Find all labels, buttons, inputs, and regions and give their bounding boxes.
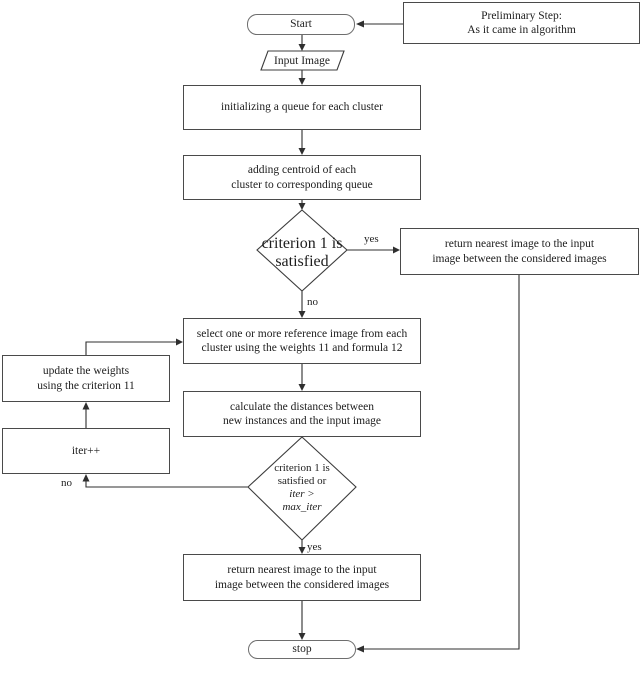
decision1-yes-label: yes	[364, 233, 379, 245]
update-weights-line1: update the weights	[42, 365, 130, 377]
decision2-line2: satisfied or	[277, 475, 327, 487]
edge-select-to-calc	[298, 364, 306, 391]
iter-label: iter++	[71, 444, 101, 457]
decision1-node: criterion 1 is satisfied	[247, 235, 357, 271]
return-bottom-line2: image between the considered images	[214, 578, 390, 591]
add-centroid-line2: cluster to corresponding queue	[231, 178, 373, 191]
edge-iter-to-update	[82, 402, 90, 428]
add-centroid-node: adding centroid of each cluster to corre…	[183, 155, 421, 200]
decision2-node: criterion 1 is satisfied or iter > max_i…	[247, 462, 357, 514]
return-top-node: return nearest image to the input image …	[400, 228, 639, 275]
select-ref-node: select one or more reference image from …	[183, 318, 421, 364]
update-weights-node: update the weights using the criterion 1…	[2, 355, 170, 402]
edge-decision2-no	[82, 474, 248, 488]
decision1-line2: satisfied	[275, 253, 329, 270]
calc-dist-node: calculate the distances between new inst…	[183, 391, 421, 437]
decision2-no-label: no	[61, 477, 72, 489]
edge-add-to-decision1	[298, 200, 306, 210]
input-image-parallelogram	[260, 50, 345, 71]
decision1-line1: criterion 1 is	[261, 235, 343, 252]
edge-update-to-select	[85, 338, 183, 355]
return-top-line1: return nearest image to the input	[444, 238, 595, 250]
return-bottom-line1: return nearest image to the input	[227, 564, 377, 576]
stop-label: stop	[292, 643, 312, 656]
select-ref-line1: select one or more reference image from …	[196, 327, 408, 340]
stop-node: stop	[248, 640, 356, 659]
input-image-node: Input Image	[260, 51, 344, 70]
input-image-label: Input Image	[274, 54, 330, 67]
edge-returnbottom-to-stop	[298, 600, 306, 640]
init-queue-node: initializing a queue for each cluster	[183, 85, 421, 130]
calc-dist-line1: calculate the distances between	[230, 400, 374, 413]
iter-node: iter++	[2, 428, 170, 474]
preliminary-line1: Preliminary Step:	[481, 9, 562, 22]
start-label: Start	[290, 18, 312, 31]
preliminary-step-node: Preliminary Step: As it came in algorith…	[403, 2, 640, 44]
decision2-line3: iter >	[289, 488, 315, 500]
decision1-no-label: no	[307, 296, 318, 308]
edge-decision1-no	[298, 291, 306, 318]
edge-input-to-init	[298, 70, 306, 85]
return-top-line2: image between the considered images	[432, 252, 607, 265]
edge-decision2-yes	[298, 540, 306, 554]
preliminary-line2: As it came in algorithm	[467, 24, 576, 36]
decision2-line1: criterion 1 is	[274, 462, 330, 474]
edge-start-to-input	[298, 34, 306, 51]
edge-returntop-to-stop	[356, 274, 520, 653]
return-bottom-node: return nearest image to the input image …	[183, 554, 421, 601]
edge-preliminary-to-start	[356, 20, 403, 28]
decision2-line4: max_iter	[282, 501, 322, 513]
decision2-yes-label: yes	[307, 541, 322, 553]
decision2-diamond	[247, 436, 357, 541]
start-node: Start	[247, 14, 355, 35]
select-ref-line2: cluster using the weights 11 and formula…	[201, 342, 403, 354]
add-centroid-line1: adding centroid of each	[247, 164, 357, 176]
update-weights-line2: using the criterion 11	[37, 379, 135, 392]
edge-init-to-add	[298, 130, 306, 155]
init-queue-label: initializing a queue for each cluster	[221, 101, 383, 114]
decision1-diamond	[256, 209, 348, 292]
calc-dist-line2: new instances and the input image	[222, 415, 382, 427]
edge-decision1-yes	[347, 246, 400, 254]
